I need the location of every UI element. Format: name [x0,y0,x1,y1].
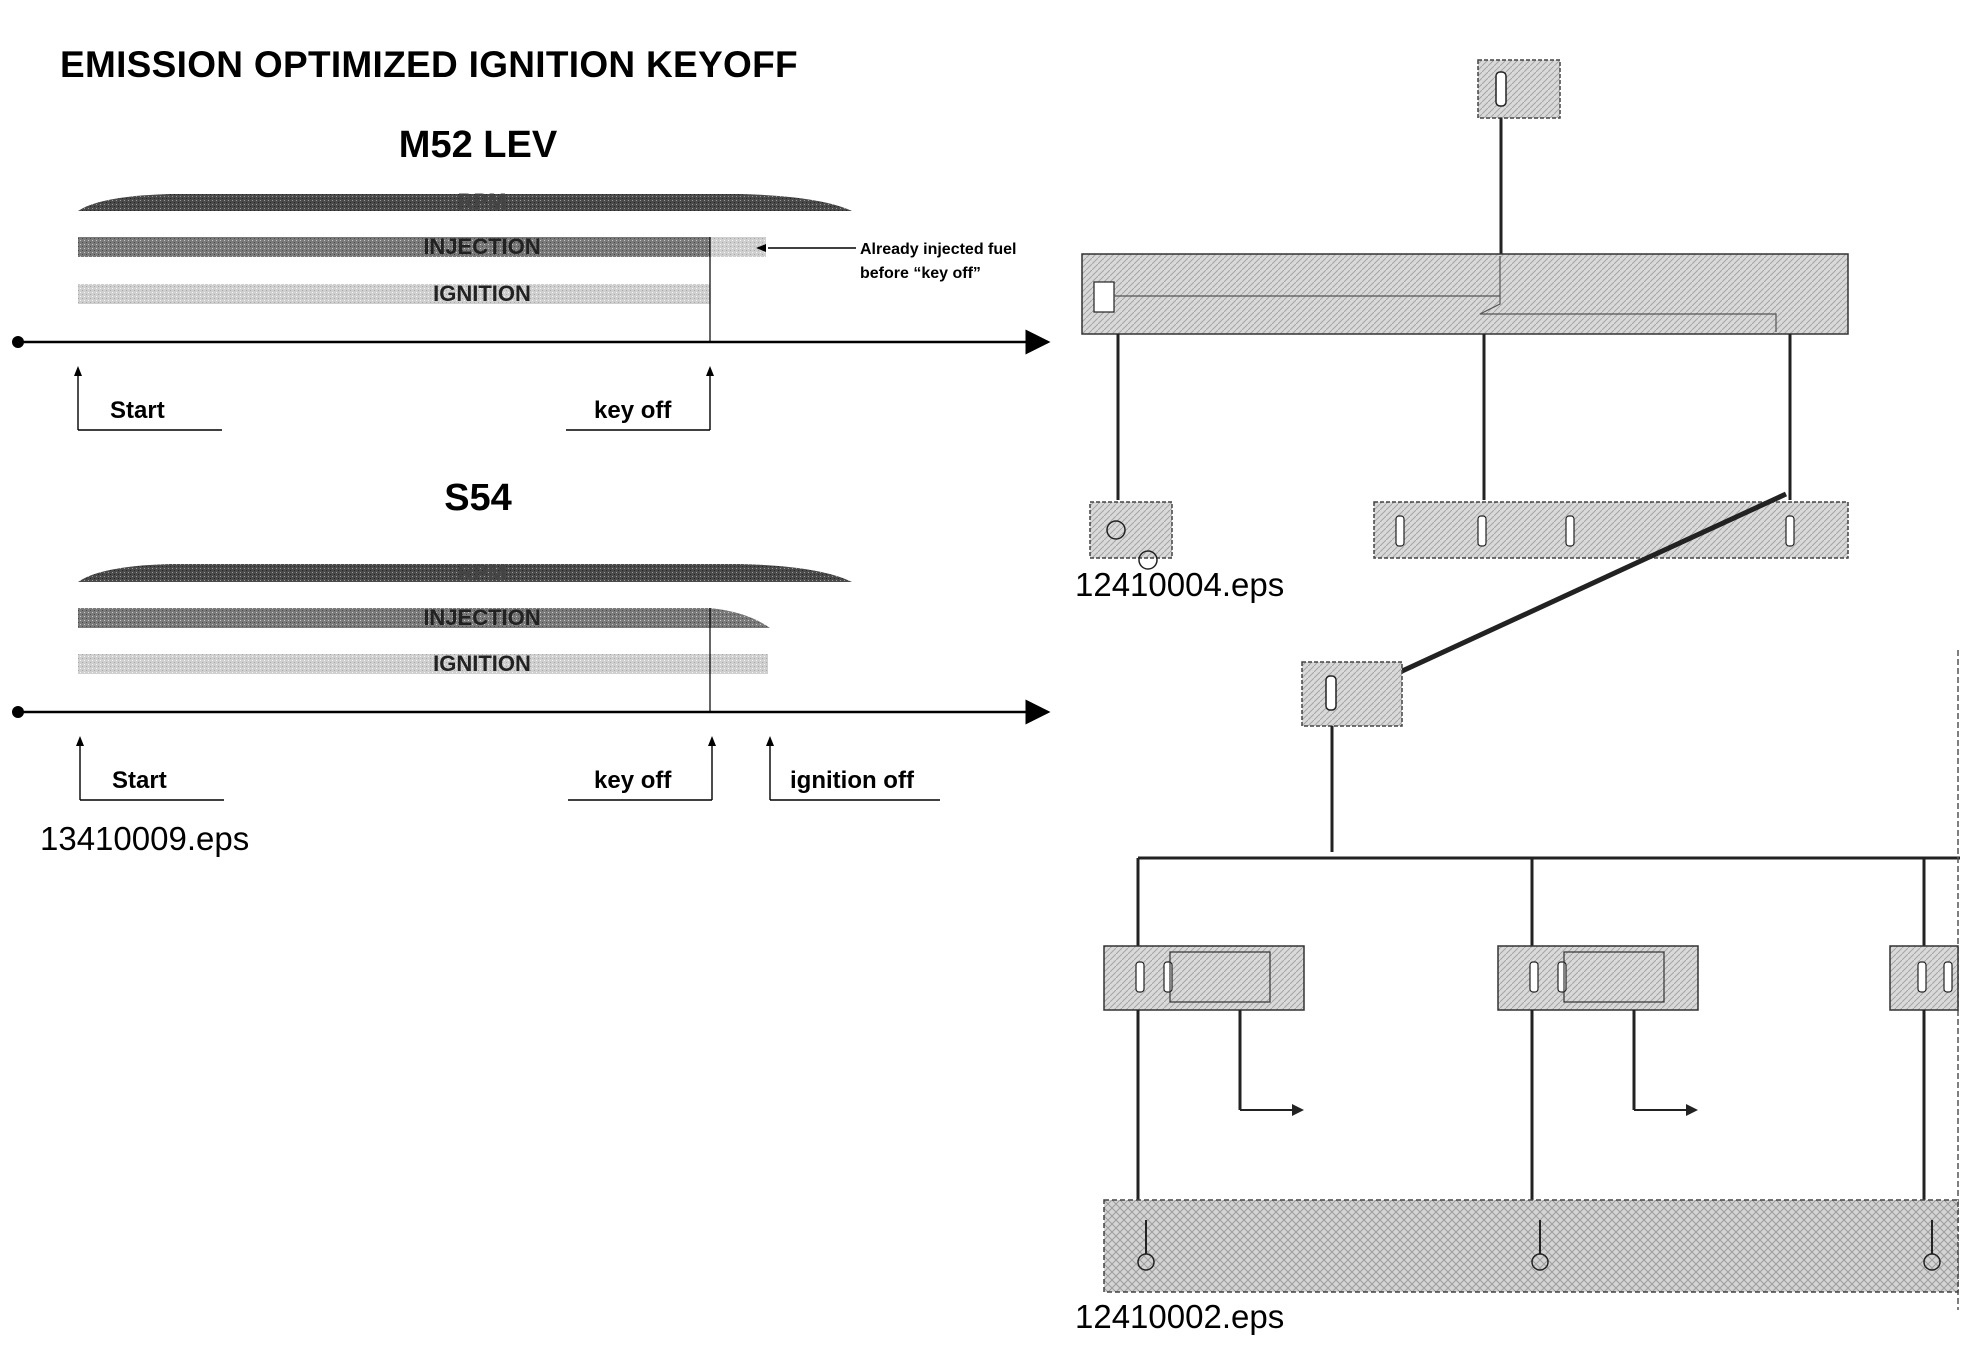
m52-ignition-bar [78,284,710,304]
fuse-carrier-box [1373,501,1849,559]
s54-rpm-label: RPM [458,560,507,585]
fuse-center-box [1301,661,1403,727]
connecting-wire [1398,491,1788,675]
m52-heading: M52 LEV [398,124,558,166]
m52-note-line1: Already injected fuel [860,241,1017,258]
m52-ignition-label: IGNITION [433,281,531,306]
s54-injection-bar [78,608,770,628]
s54-timing: RPM INJECTION IGNITION Start key off ign… [12,560,1051,801]
spark-plug-icon-1 [1137,1253,1155,1271]
s54-heading: S54 [444,477,512,519]
m52-injection-bar [78,237,710,257]
spark-plug-icon-3 [1923,1253,1941,1271]
ignition-coil-3 [1889,945,1959,1011]
spark-plug-strip [1103,1199,1959,1293]
m52-timing: RPM INJECTION IGNITION Already injected … [12,189,1051,431]
distribution-box [1081,253,1849,335]
sensor-icon [1106,520,1126,540]
wiring-top-file-label: 12410004.eps [1075,566,1285,603]
ignition-coil-2 [1497,945,1699,1011]
sensor-box [1089,501,1173,559]
m52-start-label: Start [110,397,165,424]
timing-file-label: 13410009.eps [40,820,250,857]
ignition-coil-1 [1103,945,1305,1011]
s54-rpm-bar [78,564,852,582]
fuse-icon [1495,71,1507,107]
m52-note-line2: before “key off” [860,265,981,282]
m52-rpm-bar [78,194,852,211]
m52-keyoff-label: key off [594,397,672,424]
m52-rpm-label: RPM [458,189,507,214]
s54-ignition-label: IGNITION [433,651,531,676]
s54-injection-label: INJECTION [423,605,540,630]
spark-plug-icon-2 [1531,1253,1549,1271]
page-title: EMISSION OPTIMIZED IGNITION KEYOFF [60,44,798,85]
s54-start-label: Start [112,767,167,794]
s54-ignition-bar [78,654,768,674]
wiring-bottom [1103,650,1960,1310]
timing-diagram: RPM INJECTION IGNITION Already injected … [12,189,1051,801]
m52-injection-label: INJECTION [423,234,540,259]
s54-ignition-off-label: ignition off [790,767,915,794]
wiring-top [1081,59,1849,570]
m52-injection-residual [710,237,766,257]
wiring-bottom-file-label: 12410002.eps [1075,1298,1285,1335]
s54-keyoff-label: key off [594,767,672,794]
top-fuse-box [1477,59,1561,119]
